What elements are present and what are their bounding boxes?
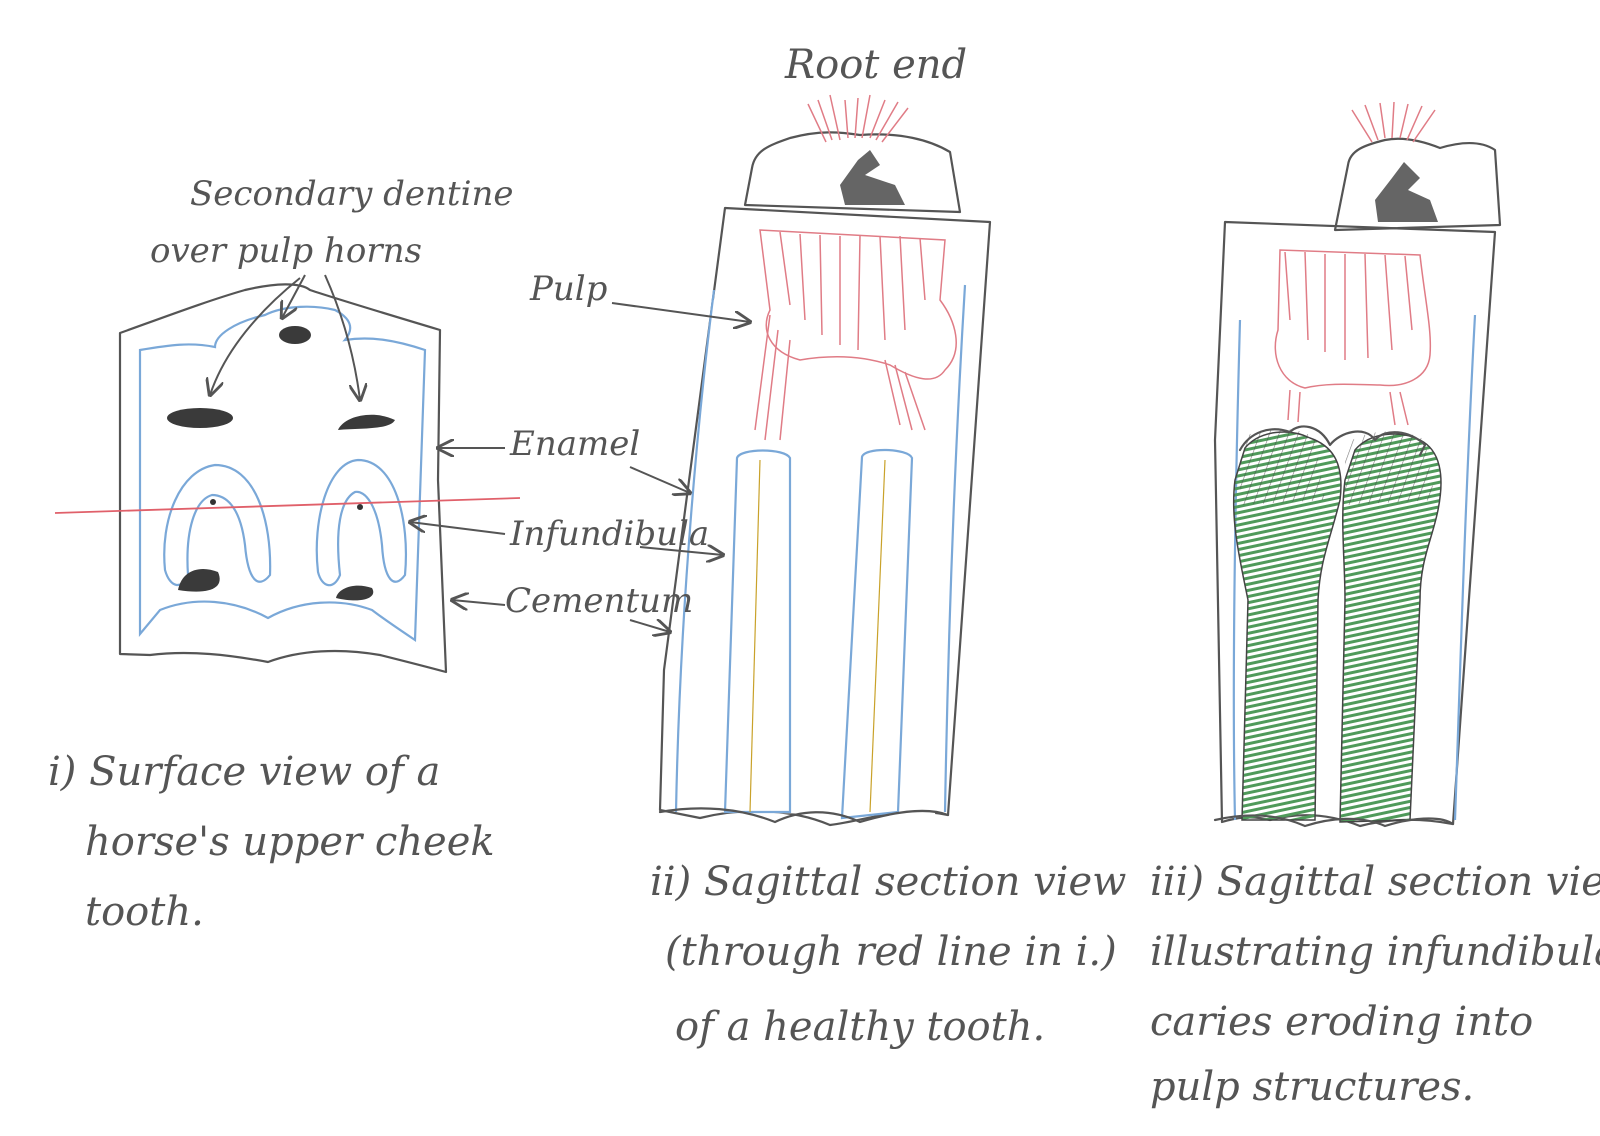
secondary-dentine-bottom-right: [336, 585, 374, 601]
svg-text:i) Surface view of a: i) Surface view of a: [48, 749, 440, 795]
secondary-dentine-label-1: Secondary dentine: [190, 174, 513, 214]
pulp-horn-top-fill: [232, 338, 330, 360]
caption-view1: i) Surface view of a horse's upper cheek…: [48, 749, 495, 935]
secondary-dentine-label-2: over pulp horns: [150, 231, 422, 271]
healthy-enamel-right: [943, 284, 967, 813]
secondary-dentine-bottom-left: [178, 569, 220, 592]
secondary-dentine-left: [167, 408, 233, 428]
svg-text:horse's upper cheek: horse's upper cheek: [85, 819, 495, 865]
carious-pulp: [1274, 249, 1432, 426]
svg-text:caries eroding into: caries eroding into: [1150, 999, 1533, 1045]
carious-infundibulum-right-dark: [1345, 431, 1435, 505]
svg-text:of a healthy tooth.: of a healthy tooth.: [675, 1004, 1045, 1050]
healthy-section-view: [658, 94, 992, 827]
infundibulum-right-center: [357, 504, 363, 510]
healthy-enamel-left: [674, 289, 716, 813]
infundibulum-left-center: [210, 499, 216, 505]
enamel-fold: [138, 305, 427, 643]
labels: Root end Secondary dentine over pulp hor…: [150, 42, 967, 621]
secondary-dentine-arrows: [210, 274, 360, 400]
caption-view3: iii) Sagittal section view illustrating …: [1150, 859, 1600, 1110]
healthy-secondary-dentine: [840, 150, 905, 205]
healthy-infundibulum-left: [723, 449, 792, 814]
infundibulum-right: [315, 458, 407, 587]
secondary-dentine-top: [279, 326, 311, 344]
secondary-dentine-right: [338, 414, 395, 430]
label-arrows: [410, 302, 750, 632]
caption-view2: ii) Sagittal section view (through red l…: [650, 859, 1126, 1050]
carious-tooth-body: [1213, 220, 1497, 828]
healthy-root-pulp-strands: [807, 94, 909, 143]
svg-text:illustrating infundibular: illustrating infundibular: [1150, 929, 1600, 975]
carious-enamel-right: [1453, 314, 1477, 821]
healthy-infundibulum-right: [840, 448, 914, 820]
carious-root-cap: [1333, 137, 1502, 232]
carious-infundibulum-left-dark: [1240, 428, 1325, 505]
carious-root-pulp-strands: [1351, 101, 1436, 143]
pulp-label: Pulp: [529, 269, 607, 309]
cementum-label: Cementum: [505, 581, 693, 621]
svg-text:ii) Sagittal section view: ii) Sagittal section view: [650, 859, 1126, 905]
svg-text:(through red line in i.): (through red line in i.): [665, 929, 1117, 975]
infundibula-label: Infundibula: [509, 514, 709, 554]
healthy-bottom-edge: [658, 807, 950, 824]
carious-bottom-edge: [1213, 814, 1455, 828]
healthy-pulp: [754, 229, 957, 441]
svg-text:iii) Sagittal section view: iii) Sagittal section view: [1150, 859, 1600, 905]
infundibulum-left: [163, 463, 272, 586]
carious-secondary-dentine: [1375, 162, 1438, 222]
root-end-label: Root end: [784, 42, 967, 88]
carious-enamel-left: [1232, 319, 1242, 821]
enamel-label: Enamel: [509, 424, 640, 464]
svg-text:pulp structures.: pulp structures.: [1150, 1064, 1474, 1110]
healthy-dentine: [680, 295, 965, 815]
carious-erosion-edge: [1238, 425, 1427, 457]
surface-tooth-outline: [118, 283, 448, 674]
carious-section-view: [1213, 101, 1502, 828]
section-line: [54, 497, 521, 514]
svg-text:tooth.: tooth.: [85, 889, 204, 935]
healthy-root-cap: [743, 131, 962, 214]
surface-view: [54, 283, 521, 674]
